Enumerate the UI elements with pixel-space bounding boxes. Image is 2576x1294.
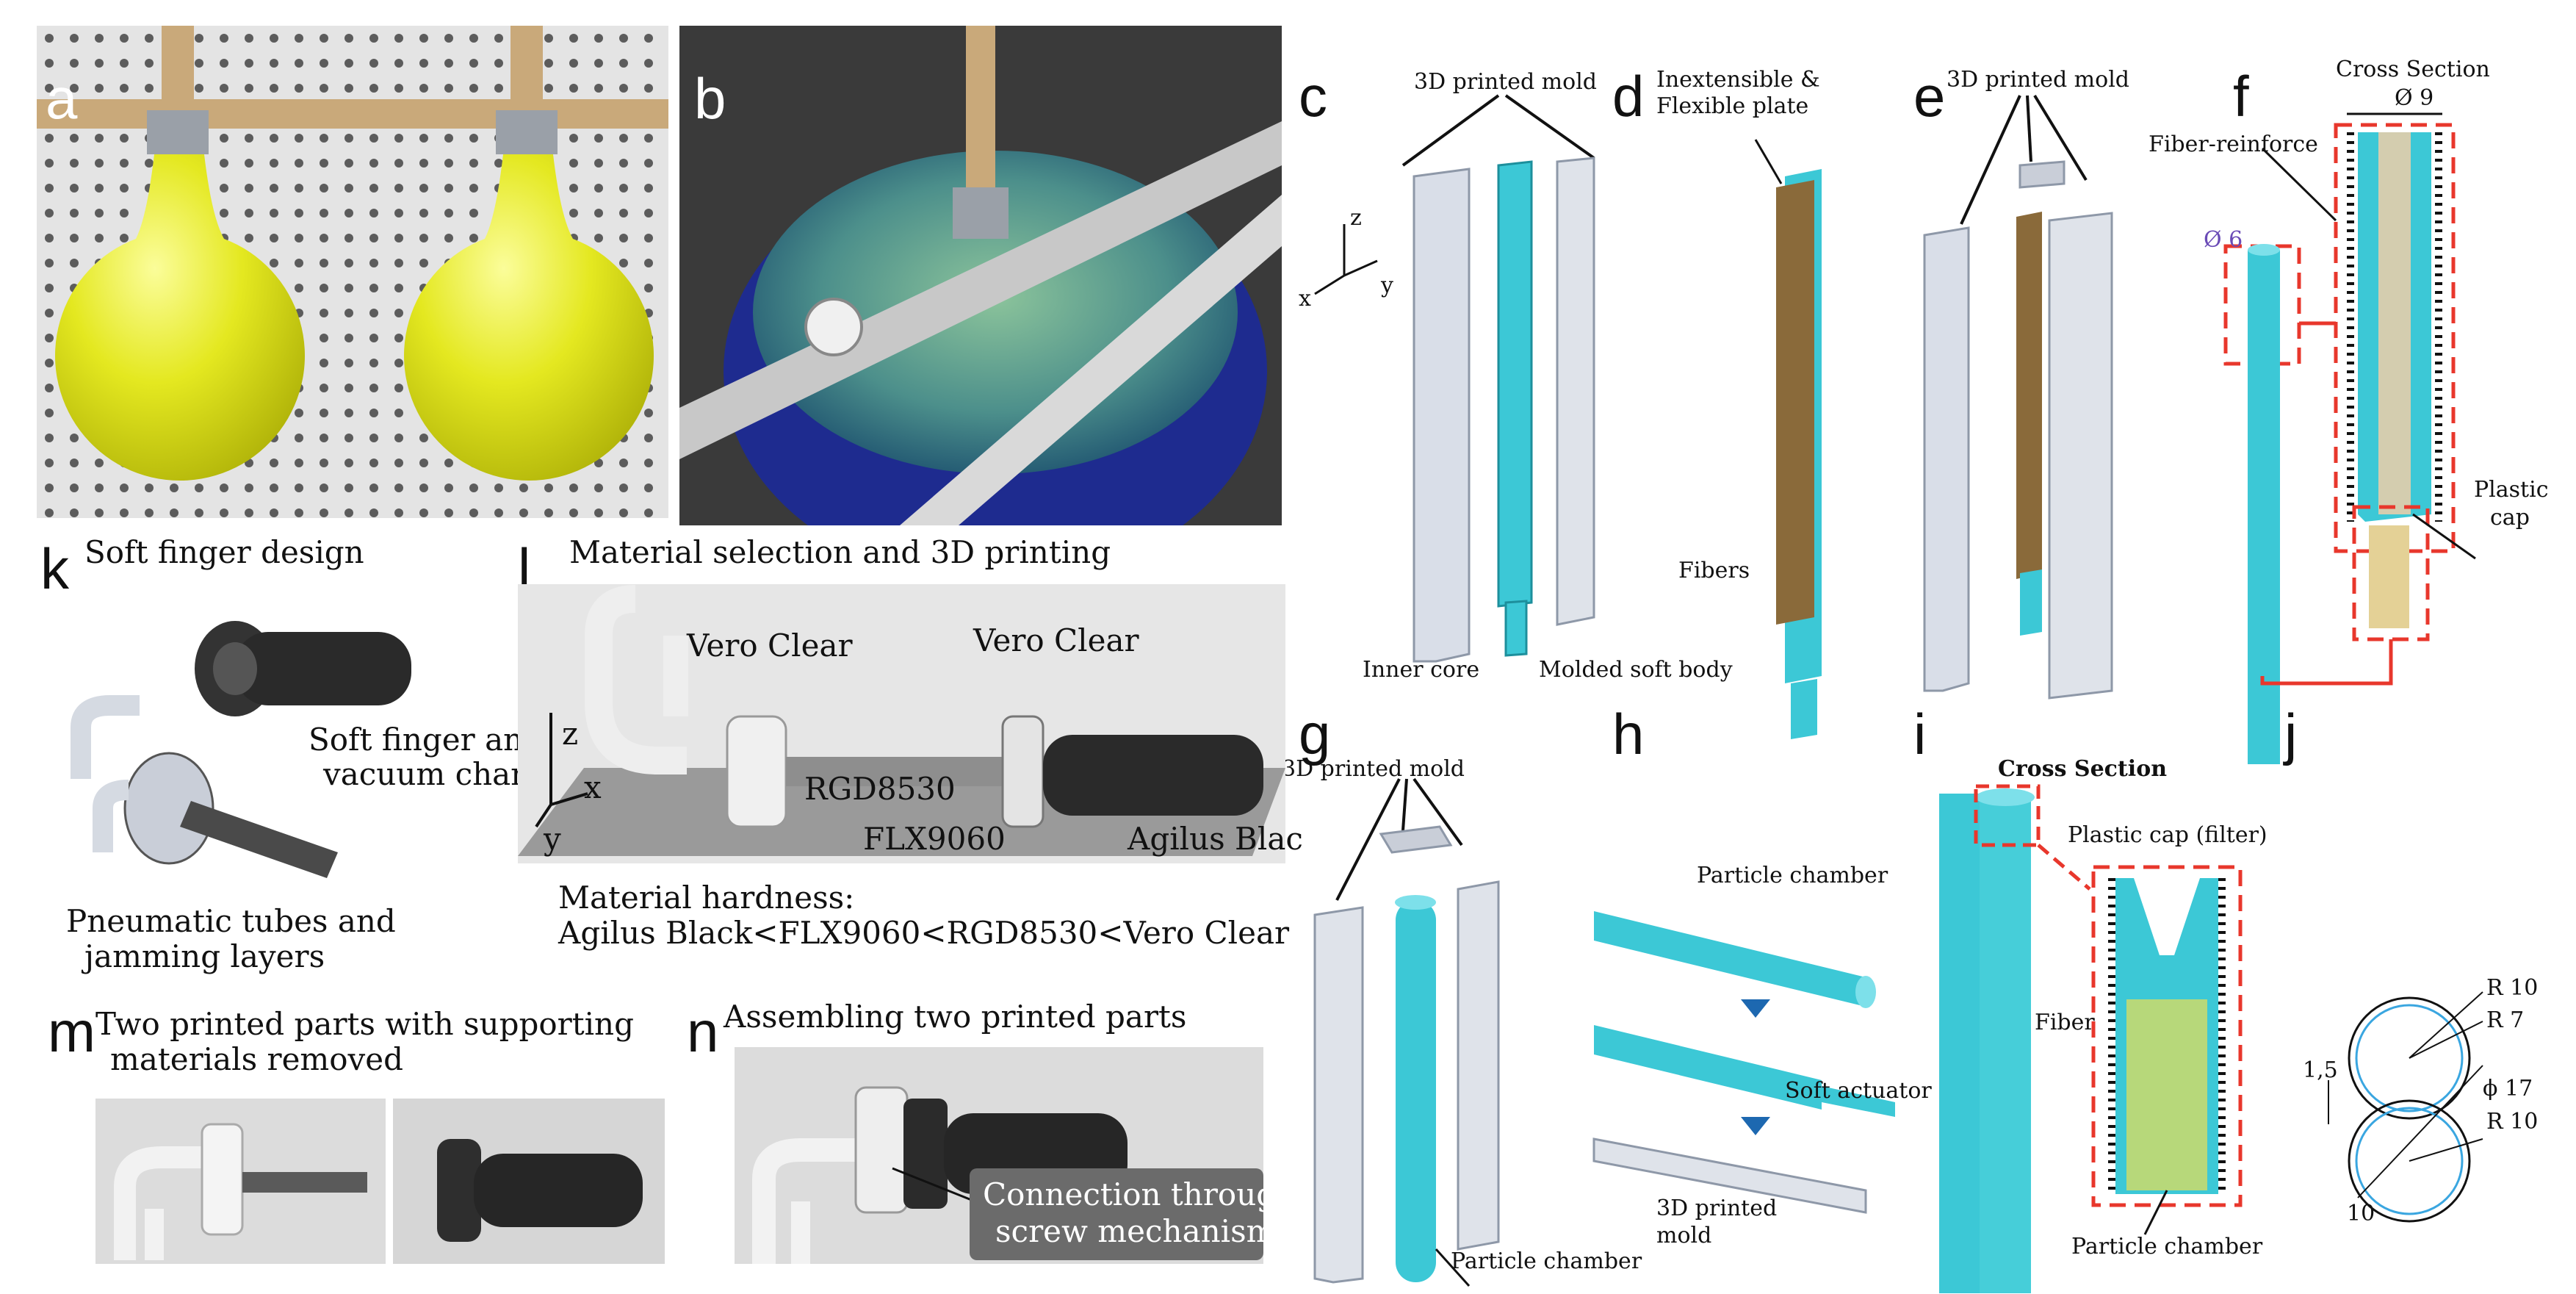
f-fiber-reinforce: Fiber-reinforce: [2149, 132, 2318, 157]
panel-label-n: n: [687, 999, 719, 1064]
f-cap: cap: [2490, 505, 2530, 531]
j-r10-bottom: R 10: [2486, 1109, 2539, 1135]
f-plastic: Plastic: [2474, 477, 2549, 503]
photo-a-illustration: [37, 26, 668, 518]
i-fiber: Fiber: [2035, 1010, 2095, 1035]
l-vero2: Vero Clear: [973, 622, 1139, 658]
photo-b-illustration: [679, 26, 1282, 525]
panel-label-i: i: [1913, 702, 1927, 766]
n-callout-line1: Connection through: [983, 1176, 1296, 1212]
photo-b-water-bucket: [679, 26, 1282, 525]
j-ten: 10: [2347, 1201, 2375, 1226]
f-dim-side: Ø 6: [2204, 227, 2243, 253]
d-plate-line1: Inextensible &: [1656, 67, 1820, 93]
panel-label-b: b: [694, 66, 726, 131]
e-mold-label: 3D printed mold: [1947, 67, 2129, 93]
panel-label-h: h: [1612, 702, 1645, 766]
m-title-line1: Two printed parts with supporting: [95, 1006, 634, 1042]
d-fibers: Fibers: [1678, 558, 1750, 583]
m-photo-left-illustration: [114, 1123, 367, 1260]
l-title: Material selection and 3D printing: [569, 534, 1111, 570]
h-mold-line2: mold: [1656, 1223, 1712, 1248]
g-particle-chamber: Particle chamber: [1451, 1248, 1642, 1274]
l-agilus: Agilus Blac: [1128, 821, 1303, 857]
panel-label-c: c: [1299, 64, 1327, 129]
l-hardness-line1: Material hardness:: [558, 880, 855, 916]
k-title: Soft finger design: [84, 534, 364, 570]
i-plastic-cap: Plastic cap (filter): [2068, 822, 2267, 848]
l-flx: FLX9060: [863, 821, 1006, 857]
panel-label-f: f: [2233, 64, 2249, 129]
c-inner-core: Inner core: [1363, 657, 1480, 683]
k-tubes-line1: Pneumatic tubes and: [66, 903, 396, 939]
panel-label-l: l: [518, 536, 531, 601]
l-render-drawing: [518, 585, 1285, 856]
n-callout-box: [970, 1168, 1263, 1260]
panel-label-a: a: [46, 66, 78, 131]
h-particle-chamber: Particle chamber: [1697, 863, 1888, 888]
f-cross-section: Cross Section: [2336, 57, 2490, 82]
i-cross-section: Cross Section: [1998, 756, 2168, 782]
m-photo-right: [393, 1099, 665, 1264]
g-mold-label: 3D printed mold: [1282, 756, 1465, 782]
j-phi17: ϕ 17: [2483, 1076, 2533, 1101]
d-plate-line2: Flexible plate: [1656, 93, 1809, 119]
l-hardness-line2: Agilus Black<FLX9060<RGD8530<Vero Clear: [558, 915, 1290, 951]
c-molded-body: Molded soft body: [1539, 657, 1733, 683]
panel-label-m: m: [48, 999, 95, 1064]
c-axis-z: z: [1350, 205, 1362, 231]
l-axis-z: z: [562, 716, 579, 752]
photo-a-balloon-grippers: [37, 26, 668, 518]
j-r7: R 7: [2486, 1007, 2525, 1033]
l-rgd: RGD8530: [804, 771, 956, 807]
k-finger-drawing: [71, 621, 411, 878]
d-fiber-actuator: [1754, 139, 1822, 739]
n-callout-line2: screw mechanism: [995, 1213, 1276, 1249]
j-r10-top: R 10: [2486, 975, 2539, 1001]
f-dim-top: Ø 9: [2395, 85, 2434, 111]
panel-label-k: k: [40, 536, 69, 601]
e-mold-drawing: [1923, 94, 2113, 700]
j-d15: 1,5: [2303, 1057, 2338, 1083]
n-title: Assembling two printed parts: [724, 999, 1187, 1035]
panel-label-d: d: [1612, 64, 1645, 129]
h-assembly-drawing: [1592, 911, 1895, 1214]
m-title-line2: materials removed: [110, 1041, 403, 1077]
c-axis-y: y: [1381, 273, 1393, 298]
h-mold-line1: 3D printed: [1656, 1196, 1778, 1221]
l-axis-y: y: [544, 821, 561, 857]
g-mold-drawing: [1313, 777, 1500, 1287]
panel-label-e: e: [1913, 64, 1946, 129]
f-cross-section-drawing: [2223, 112, 2476, 764]
panel-label-g: g: [1299, 702, 1331, 766]
c-mold-label: 3D printed mold: [1414, 69, 1597, 95]
k-tubes-line2: jamming layers: [84, 938, 325, 974]
k-finger-line1: Soft finger and: [309, 722, 544, 758]
m-photo-left: [95, 1099, 386, 1264]
m-photo-right-illustration: [437, 1139, 643, 1242]
panel-label-j: j: [2284, 702, 2298, 766]
h-soft-actuator: Soft actuator: [1785, 1078, 1932, 1104]
i-cross-section-drawing: [1939, 784, 2243, 1293]
l-vero1: Vero Clear: [687, 628, 853, 664]
c-axis-x: x: [1299, 286, 1311, 312]
j-dimension-drawing: [2328, 991, 2483, 1223]
c-mold-drawing: [1314, 94, 1595, 663]
l-axis-x: x: [584, 769, 602, 805]
i-particle-chamber: Particle chamber: [2071, 1234, 2263, 1259]
